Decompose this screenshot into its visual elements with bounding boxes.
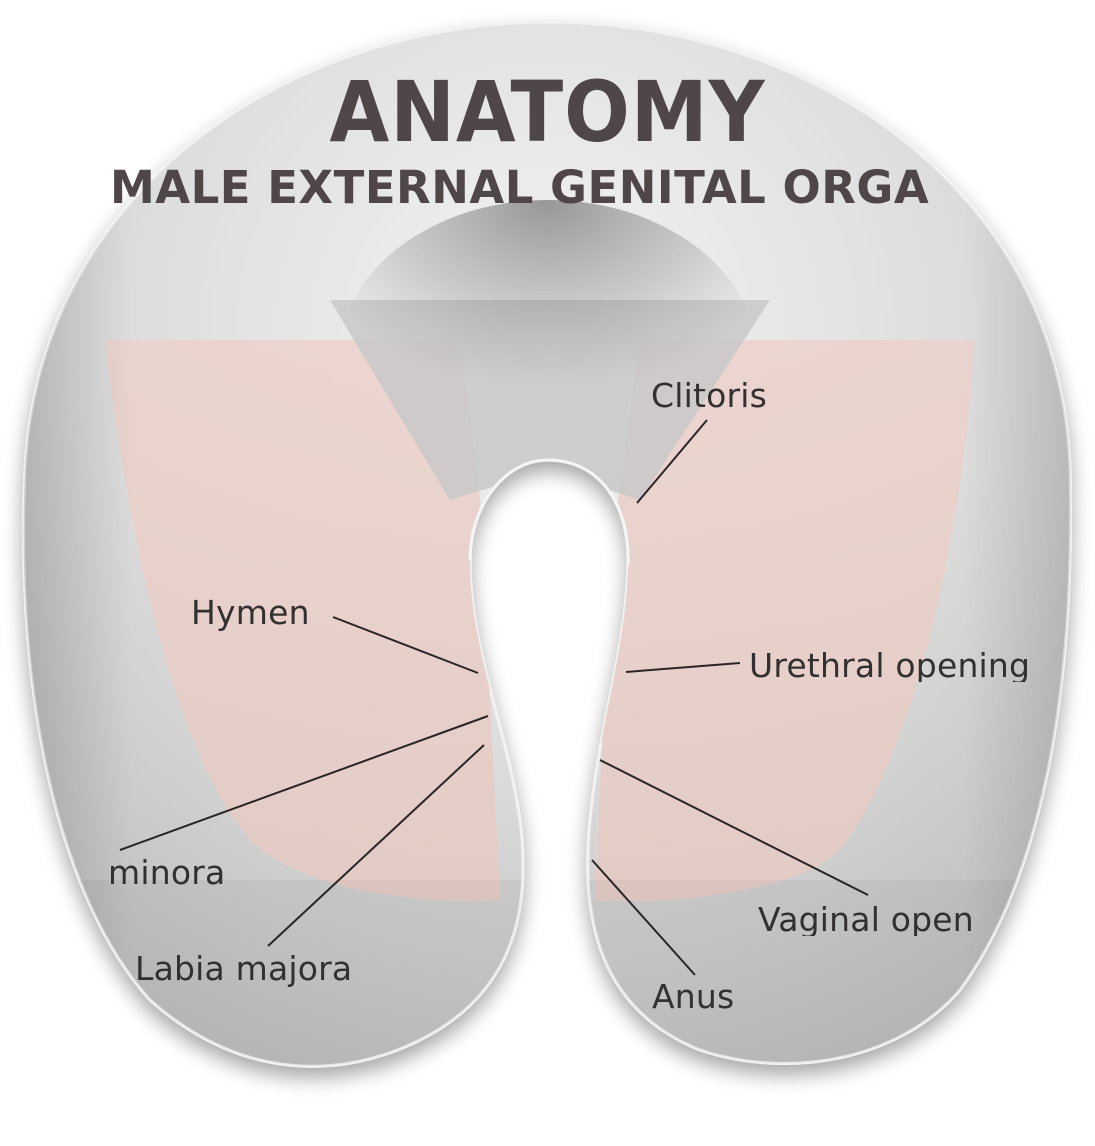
leader-line-clitoris xyxy=(636,419,708,504)
seam xyxy=(468,458,630,566)
leader-line-vaginal-opening xyxy=(599,759,869,896)
leader-line-hymen xyxy=(332,616,479,674)
label-hymen: Hymen xyxy=(191,593,310,632)
label-labia-minora: minora xyxy=(108,853,226,892)
print-subtitle: MALE EXTERNAL GENITAL ORGA xyxy=(110,165,930,210)
label-urethral-opening: Urethral opening xyxy=(749,649,1031,682)
label-anus: Anus xyxy=(652,977,735,1016)
label-clitoris: Clitoris xyxy=(651,376,768,415)
leader-lines xyxy=(119,419,869,976)
label-labia-majora: Labia majora xyxy=(135,949,353,988)
leader-line-labia-majora xyxy=(267,744,485,947)
print-title: ANATOMY xyxy=(329,63,766,161)
leader-line-labia-minora xyxy=(119,715,489,851)
label-vaginal-opening: Vaginal open xyxy=(758,903,974,936)
leader-line-urethral-opening xyxy=(625,662,741,673)
leader-line-anus xyxy=(591,859,696,976)
